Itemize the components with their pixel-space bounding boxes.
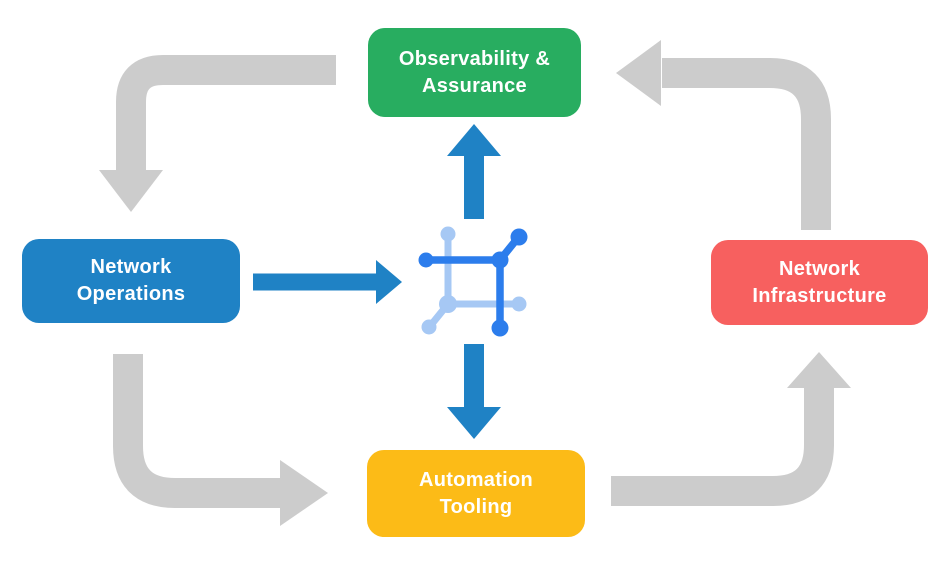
icon-node bbox=[491, 251, 509, 269]
node-label-line2: Infrastructure bbox=[752, 284, 887, 307]
arrow-shaft bbox=[113, 354, 281, 508]
node-label-line2: Operations bbox=[76, 283, 186, 305]
node-network-operations: Network Operations bbox=[22, 239, 240, 323]
arrow-shaft bbox=[662, 58, 831, 230]
arrow-center-to-observability bbox=[447, 124, 501, 219]
node-label-line1: Network bbox=[90, 256, 172, 278]
node-label-line1: Network bbox=[778, 257, 860, 280]
icon-node bbox=[440, 226, 456, 242]
node-label-line1: Automation bbox=[418, 468, 534, 491]
network-mesh-icon bbox=[418, 226, 528, 337]
arrow-shaft bbox=[611, 387, 834, 506]
node-network-infrastructure: Network Infrastructure bbox=[711, 240, 928, 325]
arrow-head-down-icon bbox=[447, 407, 501, 439]
node-automation-tooling: Automation Tooling bbox=[367, 450, 585, 537]
icon-node bbox=[421, 319, 437, 335]
icon-node bbox=[491, 319, 509, 337]
arrow-head-up-icon bbox=[447, 124, 501, 156]
arrow-head-down-icon bbox=[99, 170, 163, 212]
arrow-operations-to-center bbox=[253, 260, 402, 304]
arrow-head-left-icon bbox=[616, 40, 661, 106]
icon-node bbox=[418, 252, 434, 268]
arrow-center-to-automation bbox=[447, 344, 501, 439]
node-observability-assurance: Observability & Assurance bbox=[368, 28, 581, 117]
network-mesh-icon-light-part bbox=[421, 226, 527, 335]
node-label-line1: Observability & bbox=[398, 47, 551, 70]
arrow-head-right-icon bbox=[280, 460, 328, 526]
arrow-shaft bbox=[116, 55, 336, 172]
arrow-automation-to-infrastructure bbox=[611, 352, 851, 506]
arrow-head-up-icon bbox=[787, 352, 851, 388]
arrow-head-right-icon bbox=[376, 260, 402, 304]
icon-node bbox=[439, 295, 457, 313]
network-mesh-icon-dark-part bbox=[418, 228, 528, 337]
icon-node bbox=[510, 228, 528, 246]
node-label-line2: Assurance bbox=[422, 74, 527, 97]
arrow-operations-to-automation bbox=[113, 354, 328, 526]
node-label-line2: Tooling bbox=[439, 495, 513, 518]
icon-node bbox=[511, 296, 527, 312]
arrow-infrastructure-to-observability bbox=[616, 40, 831, 230]
arrow-observability-to-operations bbox=[99, 55, 336, 212]
